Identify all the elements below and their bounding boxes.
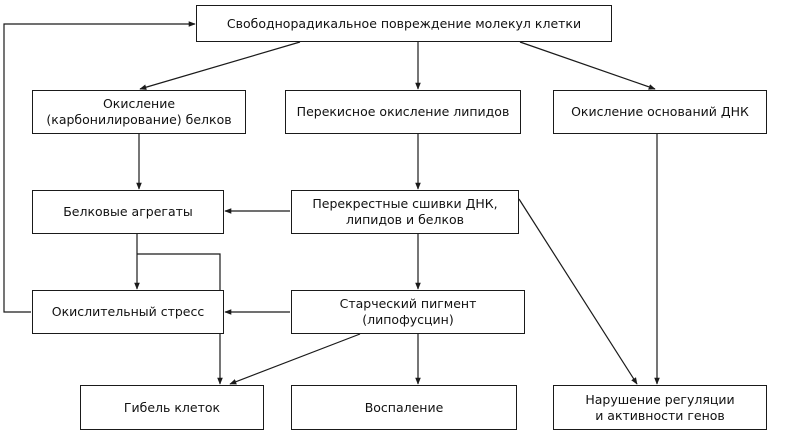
arrow-root-to-protein-oxidation — [139, 41, 301, 90]
node-oxidative-stress: Окислительный стресс — [32, 290, 224, 334]
arrow-root-to-dna-oxidation — [519, 41, 656, 90]
arrow-crosslinks-to-gene-dysregulation — [518, 198, 638, 385]
arrow-oxidative-stress-feedback-to-root — [3, 21, 196, 313]
node-lipofuscin: Старческий пигмент (липофусцин) — [291, 290, 525, 334]
node-dna-base-oxidation: Окисление оснований ДНК — [553, 90, 767, 134]
arrow-aggregates-to-cell-death — [137, 253, 223, 385]
node-gene-dysregulation: Нарушение регуляции и активности генов — [553, 385, 767, 430]
node-protein-aggregates: Белковые агрегаты — [32, 190, 224, 234]
node-crosslinks: Перекрестные сшивки ДНК, липидов и белко… — [291, 190, 519, 234]
node-inflammation: Воспаление — [291, 385, 517, 430]
node-free-radical-damage: Свободнорадикальное повреждение молекул … — [196, 5, 612, 42]
node-protein-oxidation: Окисление (карбонилирование) белков — [32, 90, 246, 134]
node-cell-death: Гибель клеток — [80, 385, 264, 430]
node-lipid-peroxidation: Перекисное окисление липидов — [285, 90, 521, 134]
arrow-lipofuscin-to-cell-death — [229, 333, 361, 385]
